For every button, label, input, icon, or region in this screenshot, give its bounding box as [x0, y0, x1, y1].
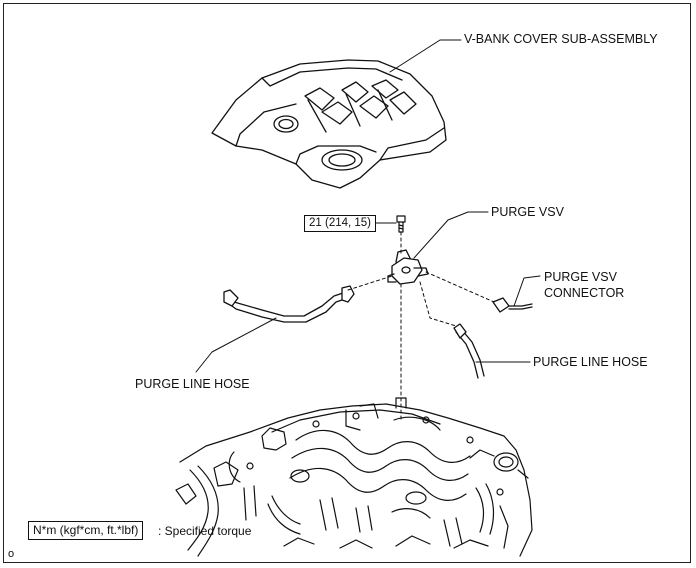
- v-bank-cover-leader: [389, 39, 462, 73]
- purge-line-hose-right-drawing: [453, 323, 485, 379]
- purge-line-hose-left-leader: [195, 317, 277, 373]
- label-purge-vsv: PURGE VSV: [491, 205, 564, 219]
- engine-drawing: [175, 397, 533, 557]
- bolt-drawing: [396, 215, 406, 233]
- torque-spec-box: 21 (214, 15): [304, 215, 377, 232]
- label-purge-vsv-connector-line2: CONNECTOR: [544, 286, 625, 300]
- purge-line-hose-left-drawing: [223, 285, 355, 323]
- legend-description: : Specified torque: [158, 524, 252, 538]
- legend-unit-box: N*m (kgf*cm, ft.*lbf): [28, 521, 144, 540]
- connector-leader: [513, 275, 541, 307]
- figure-code: o: [8, 548, 15, 560]
- label-purge-line-hose-right: PURGE LINE HOSE: [533, 355, 648, 369]
- assembly-dashed-lines: [347, 231, 495, 421]
- v-bank-cover-drawing: [211, 59, 447, 189]
- label-purge-line-hose-left: PURGE LINE HOSE: [135, 377, 250, 391]
- label-purge-vsv-connector-line1: PURGE VSV: [544, 270, 617, 284]
- label-v-bank-cover: V-BANK COVER SUB-ASSEMBLY: [464, 32, 658, 46]
- purge-vsv-connector-drawing: [492, 297, 533, 313]
- purge-vsv-leader: [413, 211, 489, 259]
- purge-vsv-drawing: [387, 249, 429, 285]
